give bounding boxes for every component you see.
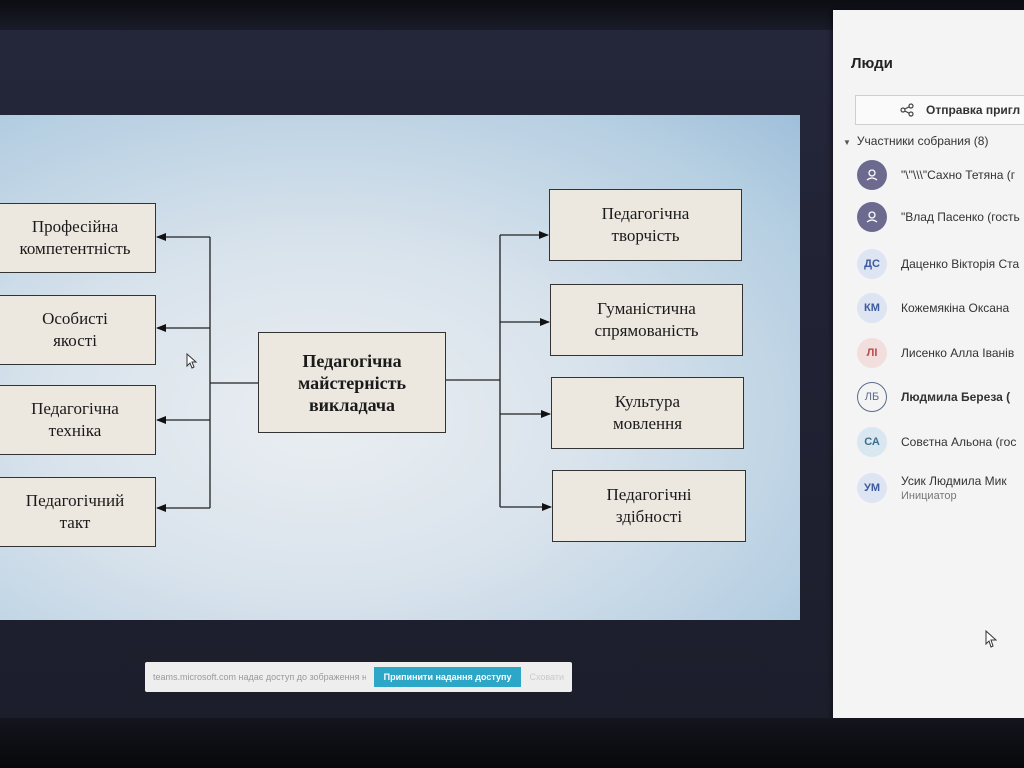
participant-name: "\"\\\"Сахно Тетяна (г (901, 168, 1016, 182)
participant-item[interactable]: СА Совєтна Альона (гос (857, 425, 1024, 459)
monitor-bezel-bottom (0, 718, 1024, 768)
hide-share-bar-link[interactable]: Сховати (529, 672, 564, 682)
stop-sharing-button[interactable]: Припинити надання доступу (373, 667, 522, 687)
people-panel: Люди Отправка пригл ▼Участники собрания … (833, 10, 1024, 726)
mouse-cursor-icon (985, 630, 997, 648)
participant-text: Людмила Береза ( (901, 390, 1010, 404)
chevron-down-icon: ▼ (843, 138, 851, 147)
participant-text: Совєтна Альона (гос (901, 435, 1016, 449)
participant-name: Лисенко Алла Іванів (901, 346, 1015, 360)
avatar: ЛІ (857, 338, 887, 368)
avatar: ДС (857, 249, 887, 279)
participant-text: Даценко Вікторія Ста (901, 257, 1019, 271)
participant-name: Кожемякіна Оксана (901, 301, 1010, 315)
participant-text: Кожемякіна Оксана (901, 301, 1009, 315)
share-icon (900, 103, 914, 117)
participant-text: Лисенко Алла Іванів (901, 346, 1014, 360)
screen-share-bar: teams.microsoft.com надає доступ до зобр… (145, 662, 572, 692)
invite-button[interactable]: Отправка пригл (855, 95, 1024, 125)
invite-label: Отправка пригл (926, 103, 1021, 117)
participants-header[interactable]: ▼Участники собрания (8) (843, 134, 989, 148)
participant-name: Даценко Вікторія Ста (901, 257, 1020, 271)
center-box: Педагогічна майстерність викладача (258, 332, 446, 433)
participant-item[interactable]: КМ Кожемякіна Оксана (857, 291, 1024, 325)
participant-name: "Влад Пасенко (гость (901, 210, 1020, 224)
panel-title: Люди (851, 55, 893, 72)
participant-name: Совєтна Альона (гос (901, 435, 1017, 449)
participant-role: Инициатор (901, 490, 957, 502)
shared-slide: Педагогічна майстерність викладача Профе… (0, 115, 800, 620)
participant-item[interactable]: "Влад Пасенко (гость (857, 200, 1024, 234)
guest-avatar-icon (857, 160, 887, 190)
diagram-connectors (156, 231, 552, 512)
share-message: teams.microsoft.com надає доступ до зобр… (153, 672, 366, 682)
avatar: ЛБ (857, 382, 887, 412)
participant-item[interactable]: ЛІ Лисенко Алла Іванів (857, 336, 1024, 370)
avatar: КМ (857, 293, 887, 323)
participant-item[interactable]: ЛБ Людмила Береза ( (857, 380, 1024, 414)
participant-item[interactable]: "\"\\\"Сахно Тетяна (г (857, 158, 1024, 192)
participant-item[interactable]: ДС Даценко Вікторія Ста (857, 247, 1024, 281)
participant-name: Людмила Береза ( (901, 390, 1011, 404)
guest-avatar-icon (857, 202, 887, 232)
avatar: СА (857, 427, 887, 457)
avatar: УМ (857, 473, 887, 503)
participant-text: "Влад Пасенко (гость (901, 210, 1020, 224)
mouse-cursor-icon (186, 353, 198, 369)
participant-text: "\"\\\"Сахно Тетяна (г (901, 168, 1015, 182)
participant-name: Усик Людмила Мик (901, 474, 1007, 488)
